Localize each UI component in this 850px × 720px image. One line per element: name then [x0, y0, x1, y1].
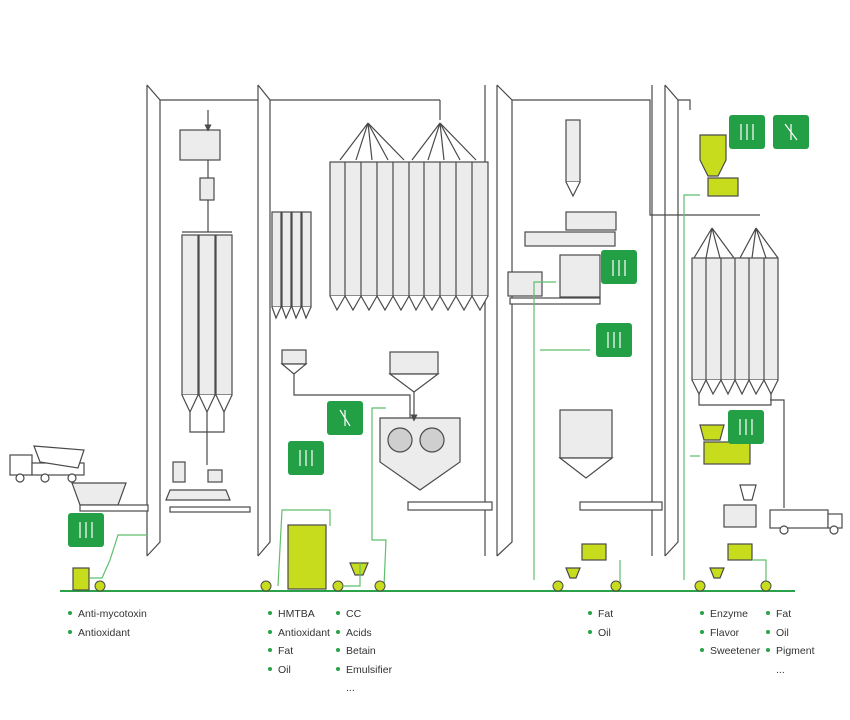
legend-item: ...	[766, 661, 815, 680]
bullet-icon	[68, 629, 72, 634]
bullet-icon	[336, 629, 340, 634]
legend-item: Oil	[588, 624, 613, 643]
legend-label: Emulsifier	[346, 663, 393, 676]
legend-label: Enzyme	[710, 608, 748, 620]
legend-label: Oil	[598, 626, 611, 639]
legend-label: ...	[346, 682, 355, 694]
bullet-icon	[268, 648, 272, 653]
legend-item: Sweetener	[700, 642, 760, 661]
legend-label: Anti-mycotoxin	[78, 608, 147, 620]
legend-item: HMTBA	[268, 605, 330, 624]
legend-item: Flavor	[700, 624, 760, 643]
pellet-press-section	[507, 119, 663, 511]
legend-label: Antioxidant	[278, 626, 330, 639]
bucket-elevator-3	[512, 84, 760, 557]
legend-label: Fat	[776, 608, 792, 620]
tipper-truck-icon	[9, 445, 85, 483]
dosing-bins	[329, 122, 489, 393]
bullet-icon	[700, 629, 704, 634]
bullet-icon	[268, 611, 272, 616]
legend-label: HMTBA	[278, 608, 315, 620]
bullet-icon	[268, 629, 272, 634]
legend-label: Pigment	[776, 645, 815, 657]
bullet-icon	[766, 611, 770, 616]
legend-label: Oil	[776, 626, 789, 639]
legend-item: Betain	[336, 642, 392, 661]
micro-bins	[271, 211, 312, 375]
truck-icon	[769, 509, 843, 535]
legend-label: ...	[776, 663, 785, 676]
bullet-icon	[268, 666, 272, 671]
legend-item: Oil	[766, 624, 815, 643]
legend-item: CC	[336, 605, 392, 624]
legend-item: Emulsifier	[336, 661, 392, 680]
bullet-icon	[766, 629, 770, 634]
legend-item: Pigment	[766, 642, 815, 661]
grinder-section	[165, 110, 251, 513]
bullet-icon	[700, 611, 704, 616]
liquid-tanks	[72, 134, 753, 591]
legend-item: ...	[336, 679, 392, 698]
bullet-icon	[68, 611, 72, 616]
bullet-icon	[700, 648, 704, 653]
legend-label: Sweetener	[710, 645, 761, 657]
legend-item: Anti-mycotoxin	[68, 605, 147, 624]
legend-item: Oil	[268, 661, 330, 680]
legend-item: Antioxidant	[68, 624, 147, 643]
legend-label: CC	[346, 608, 362, 620]
bullet-icon	[766, 648, 770, 653]
bullet-icon	[336, 666, 340, 671]
finished-product-bins	[691, 227, 785, 528]
legend-item: Acids	[336, 624, 392, 643]
bullet-icon	[336, 611, 340, 616]
mixer	[293, 374, 493, 511]
legend-label: Antioxidant	[78, 626, 130, 639]
bullet-icon	[588, 611, 592, 616]
bucket-elevator-1	[146, 84, 271, 557]
bucket-elevator-2	[270, 84, 513, 557]
bullet-icon	[336, 648, 340, 653]
legend-label: Fat	[598, 608, 614, 620]
badge-arrows	[79, 123, 798, 538]
intake-pit	[71, 482, 149, 512]
legend-label: Oil	[278, 663, 291, 676]
legend-item: Enzyme	[700, 605, 760, 624]
liquid-lines	[90, 194, 767, 587]
legend-label: Fat	[278, 645, 294, 657]
legend-label: Acids	[346, 626, 372, 639]
pump-icon	[94, 580, 772, 592]
legend-item: Fat	[588, 605, 613, 624]
legend-item: Antioxidant	[268, 624, 330, 643]
legend-item: Fat	[268, 642, 330, 661]
legend-label: Betain	[346, 645, 376, 657]
legend-label: Flavor	[710, 626, 740, 639]
legend-item: Fat	[766, 605, 815, 624]
bullet-icon	[588, 629, 592, 634]
